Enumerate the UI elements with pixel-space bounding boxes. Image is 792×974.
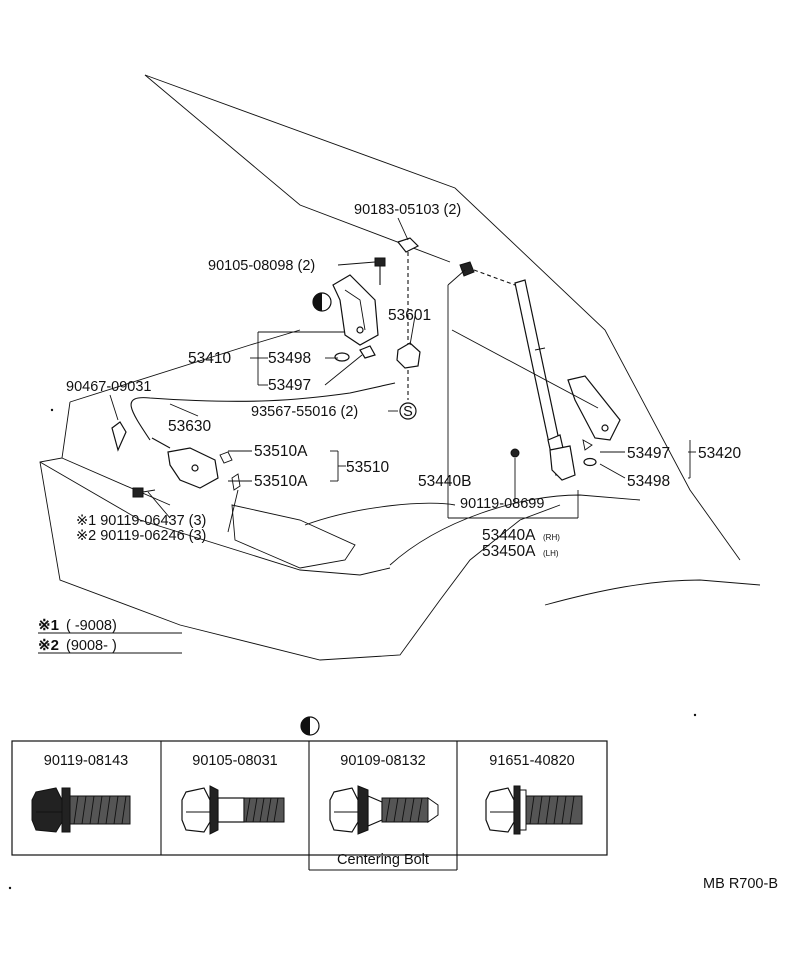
- s-marker-label: S: [403, 404, 413, 420]
- label-53440B: 53440B: [418, 473, 471, 490]
- note-1-part: ※1 90119-06437 (3): [76, 513, 206, 529]
- flange-bolt-icon: [181, 785, 285, 835]
- legend-range-1: ( -9008): [66, 618, 117, 634]
- bolt-90105-08098: [374, 257, 386, 285]
- bolt-cell-4: 91651-40820: [485, 753, 583, 835]
- label-90119-08699: 90119-08699: [460, 496, 544, 512]
- label-53440A-rh: (RH): [543, 533, 560, 542]
- bolt-part-number: 91651-40820: [489, 753, 574, 769]
- car-body-outline: [8, 74, 761, 890]
- note-2-part: ※2 90119-06246 (3): [76, 528, 206, 544]
- label-90183-05103: 90183-05103 (2): [354, 202, 461, 218]
- bolt-part-number: 90105-08031: [192, 753, 277, 769]
- label-53450A-lh: (LH): [543, 549, 559, 558]
- bolt-cell-3: 90109-08132 Centering Bolt: [329, 753, 439, 868]
- hood-latch-53510: [167, 447, 241, 491]
- label-53497-left: 53497: [268, 377, 311, 394]
- label-53440A: 53440A: [482, 527, 536, 544]
- bolt-cell-1: 90119-08143: [31, 753, 131, 833]
- legend-mark-2: ※2: [38, 637, 59, 654]
- leader-lines: [109, 217, 696, 533]
- label-53630: 53630: [168, 418, 211, 435]
- flange-bolt-icon: [31, 787, 131, 833]
- hood-hinge-right: [567, 375, 621, 467]
- label-53510A-lower: 53510A: [254, 473, 308, 490]
- label-53410: 53410: [188, 350, 231, 367]
- callout-labels: 90183-05103 (2) 90105-08098 (2) 53601 53…: [66, 202, 741, 560]
- label-53510: 53510: [346, 459, 389, 476]
- centering-bolt-icon: [329, 785, 439, 835]
- bolt-part-number: 90109-08132: [340, 753, 425, 769]
- label-90467-09031: 90467-09031: [66, 379, 151, 395]
- bolt-cell-2: 90105-08031: [181, 753, 285, 835]
- diagram-code: MB R700-B: [703, 876, 778, 892]
- label-53498-left: 53498: [268, 350, 311, 367]
- bolt-table: 90119-08143 90105-08031 90109-08132: [11, 740, 608, 871]
- hood-lock-53601: [396, 342, 421, 400]
- release-cable-53630: [130, 382, 396, 449]
- hood-hinge-left: [332, 274, 379, 346]
- legend-mark-1: ※1: [38, 617, 59, 634]
- label-53497-right: 53497: [627, 445, 670, 462]
- half-circle-icon-table: [300, 716, 320, 736]
- label-53498-right: 53498: [627, 473, 670, 490]
- bolt-part-number: 90119-08143: [44, 753, 128, 769]
- label-93567-55016: 93567-55016 (2): [251, 404, 358, 420]
- label-90105-08098: 90105-08098 (2): [208, 258, 315, 274]
- centering-bolt-caption: Centering Bolt: [337, 852, 429, 868]
- washer-bolt-icon: [485, 785, 583, 835]
- legend-range-2: (9008- ): [66, 638, 117, 654]
- label-53601: 53601: [388, 307, 431, 324]
- stud-bolt-right: [459, 261, 516, 286]
- legend: ※1 ( -9008) ※2 (9008- ): [38, 617, 182, 654]
- label-53420: 53420: [698, 445, 741, 462]
- clip-90183-05103: [396, 237, 420, 345]
- s-marker-icon: S: [399, 402, 417, 420]
- label-53510A-upper: 53510A: [254, 443, 308, 460]
- support-bracket: [510, 445, 576, 481]
- latch-bolt: [132, 487, 156, 498]
- label-53450A: 53450A: [482, 543, 536, 560]
- half-circle-icon: [312, 292, 332, 312]
- washer-53498: [334, 345, 376, 362]
- cable-clamp-90467: [111, 421, 127, 452]
